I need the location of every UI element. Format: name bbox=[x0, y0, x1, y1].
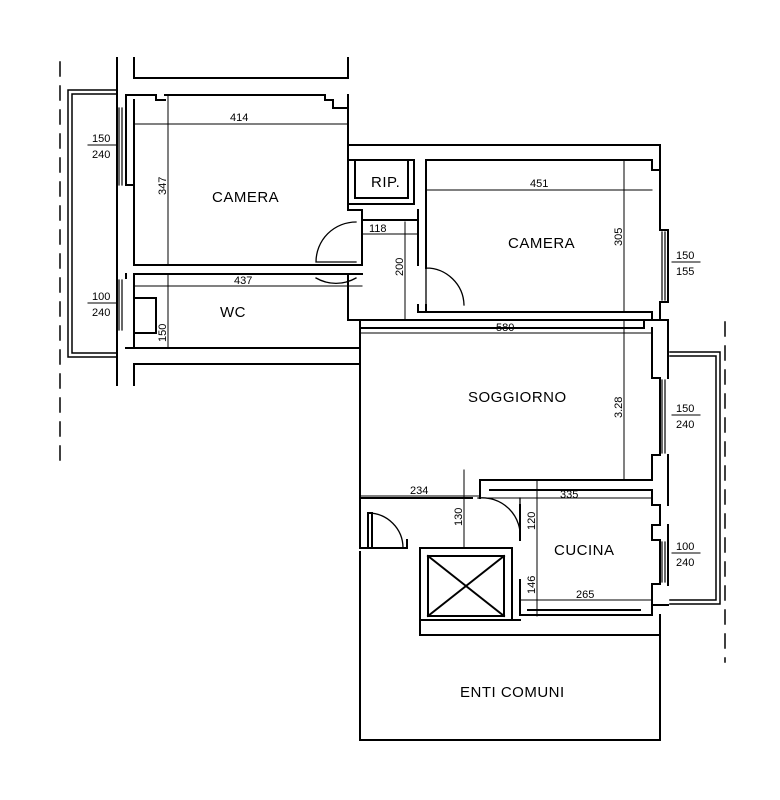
window-cucina-width: 100 bbox=[676, 541, 694, 553]
left-balcony bbox=[67, 89, 118, 358]
window-fraction-bars bbox=[87, 144, 701, 554]
right-balcony bbox=[669, 351, 721, 605]
dim-soggiorno-width: 580 bbox=[496, 322, 514, 334]
hall-lift bbox=[359, 512, 521, 621]
room-label-camera-left: CAMERA bbox=[212, 189, 279, 206]
soggiorno-room bbox=[359, 319, 669, 549]
window-wc-width: 100 bbox=[92, 291, 110, 303]
window-camera-right-height: 155 bbox=[676, 266, 694, 278]
room-label-soggiorno: SOGGIORNO bbox=[468, 389, 567, 406]
room-label-wc: WC bbox=[220, 304, 246, 321]
doors bbox=[315, 221, 521, 549]
room-label-rip: RIP. bbox=[371, 174, 400, 191]
camera-left-room bbox=[125, 94, 661, 266]
cucina-room bbox=[489, 489, 669, 636]
room-label-cucina: CUCINA bbox=[554, 542, 615, 559]
dimension-lines bbox=[133, 94, 653, 617]
dim-corridor-width: 118 bbox=[369, 223, 387, 235]
dim-camera-right-depth: 305 bbox=[613, 228, 625, 246]
window-marks bbox=[118, 107, 666, 583]
dim-camera-left-depth: 347 bbox=[157, 177, 169, 195]
window-soggiorno-width: 150 bbox=[676, 403, 694, 415]
left-exterior-wall bbox=[116, 57, 361, 386]
dim-hall-width: 234 bbox=[410, 485, 428, 497]
room-label-camera-right: CAMERA bbox=[508, 235, 575, 252]
dim-cucina-width-bottom: 265 bbox=[576, 589, 594, 601]
window-camera-right-width: 150 bbox=[676, 250, 694, 262]
dim-camera-left-width: 414 bbox=[230, 112, 248, 124]
window-soggiorno-height: 240 bbox=[676, 419, 694, 431]
room-labels: CAMERA RIP. CAMERA WC SOGGIORNO CUCINA E… bbox=[212, 174, 615, 701]
dim-camera-right-width: 451 bbox=[530, 178, 548, 190]
dim-hall-depth: 130 bbox=[453, 508, 465, 526]
dim-wc-depth: 150 bbox=[157, 324, 169, 342]
window-labels: 150 240 100 240 150 155 150 240 100 240 bbox=[92, 133, 694, 569]
window-wc-height: 240 bbox=[92, 307, 110, 319]
window-cucina-height: 240 bbox=[676, 557, 694, 569]
enti-comuni-area bbox=[359, 551, 661, 741]
window-camera-left-height: 240 bbox=[92, 149, 110, 161]
room-label-enti-comuni: ENTI COMUNI bbox=[460, 684, 565, 701]
dim-cucina-width-top: 335 bbox=[560, 489, 578, 501]
dim-wc-width: 437 bbox=[234, 275, 252, 287]
dashed-boundaries bbox=[59, 61, 726, 663]
dim-cucina-depth-a: 120 bbox=[526, 512, 538, 530]
dimension-labels: 414 347 437 150 118 200 451 305 580 3.28… bbox=[157, 112, 625, 601]
dim-cucina-depth-b: 146 bbox=[526, 576, 538, 594]
dim-soggiorno-depth: 3.28 bbox=[613, 397, 625, 418]
camera-right-room bbox=[417, 144, 669, 321]
dim-corridor-length: 200 bbox=[394, 258, 406, 276]
window-camera-left-width: 150 bbox=[92, 133, 110, 145]
